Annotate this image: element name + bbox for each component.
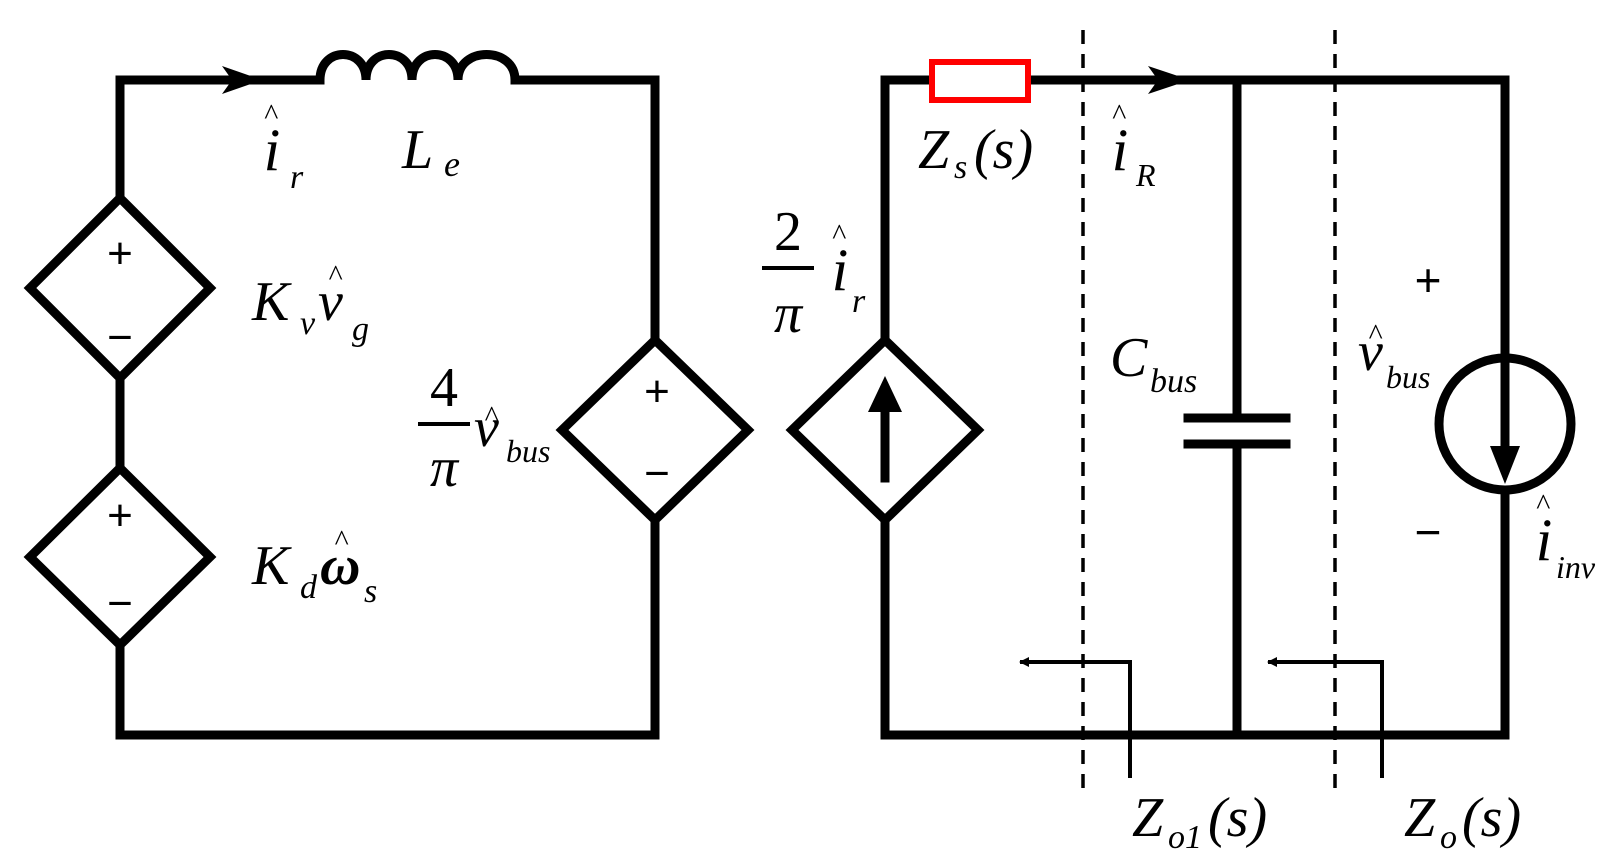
- label-le: L e: [401, 119, 460, 184]
- svg-text:e: e: [444, 144, 460, 184]
- svg-text:v: v: [474, 397, 499, 459]
- svg-text:^: ^: [1112, 98, 1127, 131]
- svg-text:inv: inv: [1556, 549, 1596, 585]
- svg-text:^: ^: [334, 524, 349, 557]
- label-iinv: ^ i inv: [1536, 488, 1596, 585]
- label-vbus: ^ v bus: [1358, 318, 1430, 395]
- svg-text:Z: Z: [1132, 787, 1164, 849]
- svg-text:π: π: [774, 283, 804, 345]
- svg-text:R: R: [1135, 157, 1156, 193]
- current-ir-arrow: [222, 66, 262, 94]
- svg-text:^: ^: [484, 400, 499, 433]
- svg-text:^: ^: [1536, 488, 1551, 521]
- current-iR-arrow: [1148, 66, 1190, 94]
- svg-text:(s): (s): [974, 119, 1033, 181]
- label-4pi-vbus: 4 π ^ v bus: [418, 357, 550, 499]
- svg-text:Z: Z: [918, 119, 950, 181]
- svg-text:o: o: [1440, 819, 1457, 856]
- svg-text:^: ^: [328, 259, 343, 292]
- right-bottom-wire: [880, 515, 1510, 740]
- label-2pi-ir: 2 π ^ i r: [762, 201, 866, 345]
- source-vbus-diamond: [555, 333, 755, 527]
- svg-text:s: s: [364, 573, 377, 610]
- svg-text:C: C: [1110, 327, 1148, 389]
- left-circuit: + − + − + − ^ i r L e K v ^ v g K d ^ ω: [23, 50, 755, 740]
- current-source-arrow-head: [868, 376, 902, 412]
- kv-plus: +: [107, 229, 133, 278]
- svg-text:r: r: [852, 283, 866, 320]
- svg-text:(s): (s): [1208, 787, 1267, 849]
- label-zo1: Z o1 (s): [1132, 787, 1267, 856]
- kv-minus: −: [107, 313, 133, 362]
- svg-text:i: i: [264, 117, 281, 183]
- svg-text:ω: ω: [320, 535, 361, 597]
- svg-text:K: K: [251, 535, 292, 597]
- svg-text:π: π: [430, 437, 460, 499]
- svg-text:i: i: [832, 237, 849, 303]
- zo-look-arrow: [1267, 657, 1384, 778]
- right-left-upper-wire: [880, 75, 935, 345]
- label-cbus: C bus: [1110, 327, 1197, 400]
- svg-text:s: s: [954, 149, 967, 186]
- label-ir: ^ i r: [264, 98, 304, 196]
- label-iR: ^ i R: [1112, 98, 1156, 193]
- svg-text:^: ^: [832, 218, 847, 251]
- svg-text:bus: bus: [1386, 359, 1430, 395]
- iinv-arrow-head: [1490, 446, 1520, 484]
- svg-text:v: v: [318, 271, 343, 333]
- label-kd-ws: K d ^ ω s: [251, 524, 377, 610]
- source-kv-diamond: [23, 191, 217, 385]
- svg-text:r: r: [290, 159, 304, 196]
- right-circuit: + − Z s (s) ^ i R 2 π ^ i r C bus: [762, 30, 1596, 856]
- svg-text:^: ^: [264, 98, 279, 131]
- inductor-coil: [315, 50, 520, 85]
- zs-impedance-box: [929, 59, 1031, 103]
- right-top-wire: [1025, 75, 1510, 363]
- svg-text:^: ^: [1368, 318, 1383, 351]
- svg-text:i: i: [1112, 117, 1129, 183]
- left-top-right-wire: [510, 75, 660, 345]
- label-zo: Z o (s): [1404, 787, 1521, 856]
- vbus-plus: +: [1415, 254, 1442, 306]
- vbus-src-plus: +: [644, 367, 670, 416]
- svg-text:L: L: [401, 119, 433, 181]
- svg-text:bus: bus: [1150, 363, 1197, 400]
- svg-text:d: d: [300, 569, 318, 606]
- svg-text:v: v: [1358, 321, 1383, 383]
- svg-text:v: v: [300, 305, 316, 342]
- kd-minus: −: [107, 579, 133, 628]
- svg-text:2: 2: [774, 201, 802, 263]
- vbus-minus: −: [1415, 506, 1442, 558]
- current-source-diamond: [785, 333, 985, 527]
- svg-text:o1: o1: [1168, 819, 1202, 856]
- left-bottom-wire: [115, 515, 660, 740]
- svg-text:Z: Z: [1404, 787, 1436, 849]
- label-kv-vg: K v ^ v g: [251, 259, 369, 348]
- svg-text:K: K: [251, 271, 292, 333]
- label-zs: Z s (s): [918, 119, 1033, 186]
- svg-text:g: g: [352, 311, 369, 348]
- svg-text:4: 4: [430, 357, 458, 419]
- svg-text:(s): (s): [1462, 787, 1521, 849]
- kd-plus: +: [107, 491, 133, 540]
- vbus-src-minus: −: [644, 449, 670, 498]
- zo1-look-arrow: [1019, 657, 1132, 778]
- svg-text:bus: bus: [506, 433, 550, 469]
- source-kd-diamond: [23, 461, 217, 652]
- svg-text:i: i: [1536, 507, 1553, 573]
